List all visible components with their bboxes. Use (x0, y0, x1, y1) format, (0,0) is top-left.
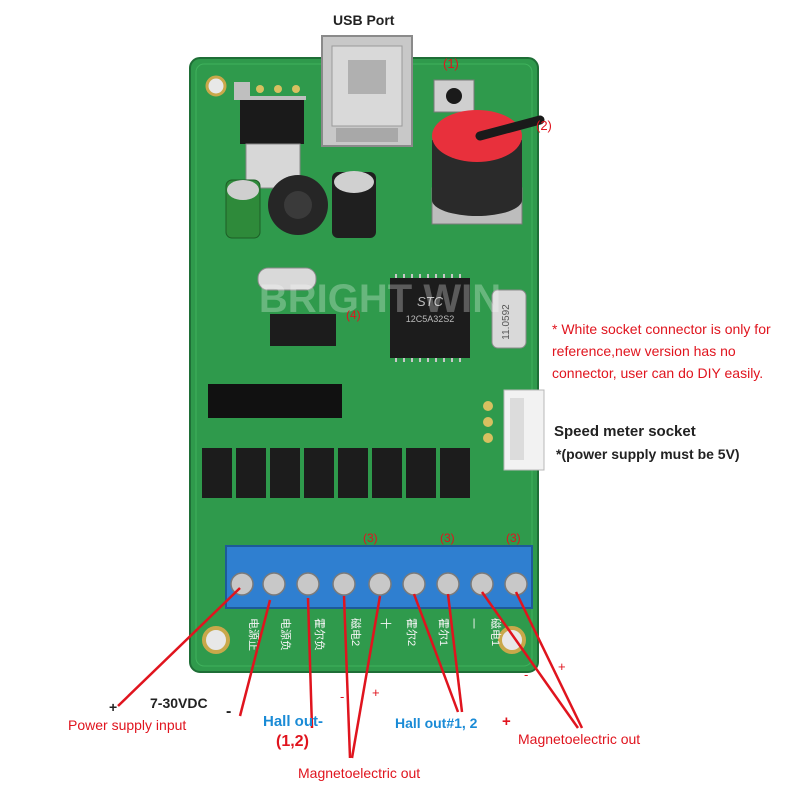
terminal-label: 磁电2 (349, 618, 362, 646)
terminal-label: 电源正 (247, 618, 261, 651)
voltage-label: 7-30VDC (150, 695, 208, 711)
usb-port (321, 35, 413, 147)
magneto-out-label-1: Magnetoelectric out (298, 765, 421, 781)
pin-header (250, 82, 310, 96)
speed-meter-note: *(power supply must be 5V) (556, 446, 740, 462)
minus-power: - (226, 703, 232, 720)
terminal-label: 一 (467, 618, 479, 629)
hall-out-plus-label: Hall out#1, 2 (395, 715, 478, 731)
marker-3c: (3) (506, 531, 521, 545)
magneto-out-label-2: Magnetoelectric out (518, 731, 641, 747)
hall-out-minus-label: Hall out- (263, 713, 323, 730)
chip-model: 12C5A32S2 (406, 314, 455, 324)
inductor (268, 175, 328, 235)
crystal (257, 267, 317, 291)
mount-hole (205, 75, 227, 97)
plus-mag1: + (372, 685, 380, 700)
push-button (433, 79, 475, 113)
capacitor-black (332, 171, 376, 238)
terminal-label: 磁电1 (489, 618, 502, 646)
terminal-label: 霍尔2 (405, 618, 418, 646)
callout-lines (117, 587, 584, 759)
marker-1: (1) (443, 56, 459, 71)
terminal-label: 电源负 (279, 618, 293, 651)
minus-mag2: - (524, 667, 529, 682)
terminal-label: 霍尔负 (313, 618, 327, 651)
small-ic (270, 314, 336, 346)
mount-hole (202, 626, 230, 654)
plus-mag2: + (558, 659, 566, 674)
speed-meter-pins (483, 401, 493, 443)
marker-3a: (3) (363, 531, 378, 545)
terminal-labels: 电源正 电源负 霍尔负 磁电2 十 霍尔2 霍尔1 一 磁电1 (247, 618, 502, 651)
watermark: BRIGHT WIN (259, 277, 501, 321)
capacitor-green (225, 179, 261, 239)
minus-mag1: - (340, 689, 345, 704)
terminal-label: 霍尔1 (437, 618, 450, 646)
crystal-11-0592: 11.0592 (491, 289, 527, 349)
power-input-label: Power supply input (68, 717, 187, 733)
usb-port-label: USB Port (333, 12, 395, 28)
white-socket (503, 389, 545, 471)
microcontroller: STC 12C5A32S2 (390, 274, 470, 362)
marker-2: (2) (536, 118, 552, 133)
black-strip (208, 384, 342, 418)
mount-hole (498, 626, 526, 654)
plus-power: + (109, 699, 118, 715)
socket-note: * White socket connector is only for ref… (552, 321, 771, 381)
plus-hall: + (502, 713, 511, 730)
terminal-label: 十 (379, 618, 393, 629)
speed-meter-title: Speed meter socket (554, 423, 696, 440)
marker-3b: (3) (440, 531, 455, 545)
potentiometer-knob (431, 110, 545, 225)
hall-out-minus-channels: (1,2) (276, 733, 309, 750)
crystal-label: 11.0592 (501, 304, 512, 340)
marker-4: (4) (346, 308, 361, 322)
chip-brand: STC (417, 294, 444, 309)
optocoupler-row (202, 448, 470, 498)
